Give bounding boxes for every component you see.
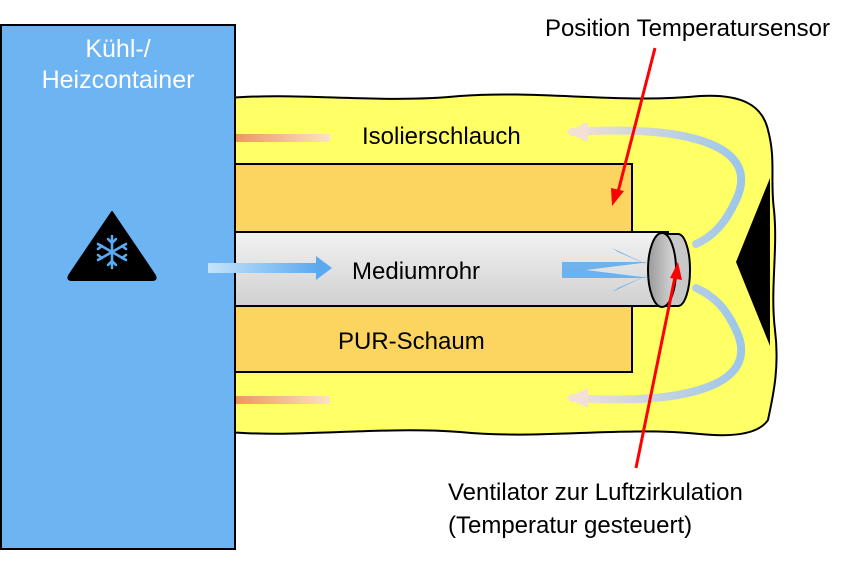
circ-arrowhead-bottom — [566, 388, 588, 408]
fan-disc — [647, 232, 691, 308]
medium-pipe-label: Mediumrohr — [352, 258, 480, 285]
sensor-pointer-arrow — [611, 47, 657, 206]
cooling-heating-container — [0, 24, 236, 550]
container-label-line1: Kühl-/ — [85, 35, 150, 63]
fan-label-line1: Ventilator zur Luftzirkulation — [448, 479, 743, 506]
outflow-arrows — [562, 248, 650, 292]
insulation-hose-label: Isolierschlauch — [362, 123, 521, 150]
snowflake-warning-icon — [67, 211, 157, 281]
inflow-arrow — [208, 256, 332, 280]
end-cap — [736, 178, 770, 346]
circ-arrowhead-top — [566, 122, 588, 142]
container-label-line2: Heizcontainer — [42, 66, 195, 94]
fan-pointer-arrow — [634, 262, 682, 469]
fan-label-line2: (Temperatur gesteuert) — [448, 512, 692, 539]
pur-foam-label: PUR-Schaum — [338, 328, 485, 355]
sensor-position-label: Position Temperatursensor — [545, 15, 830, 42]
